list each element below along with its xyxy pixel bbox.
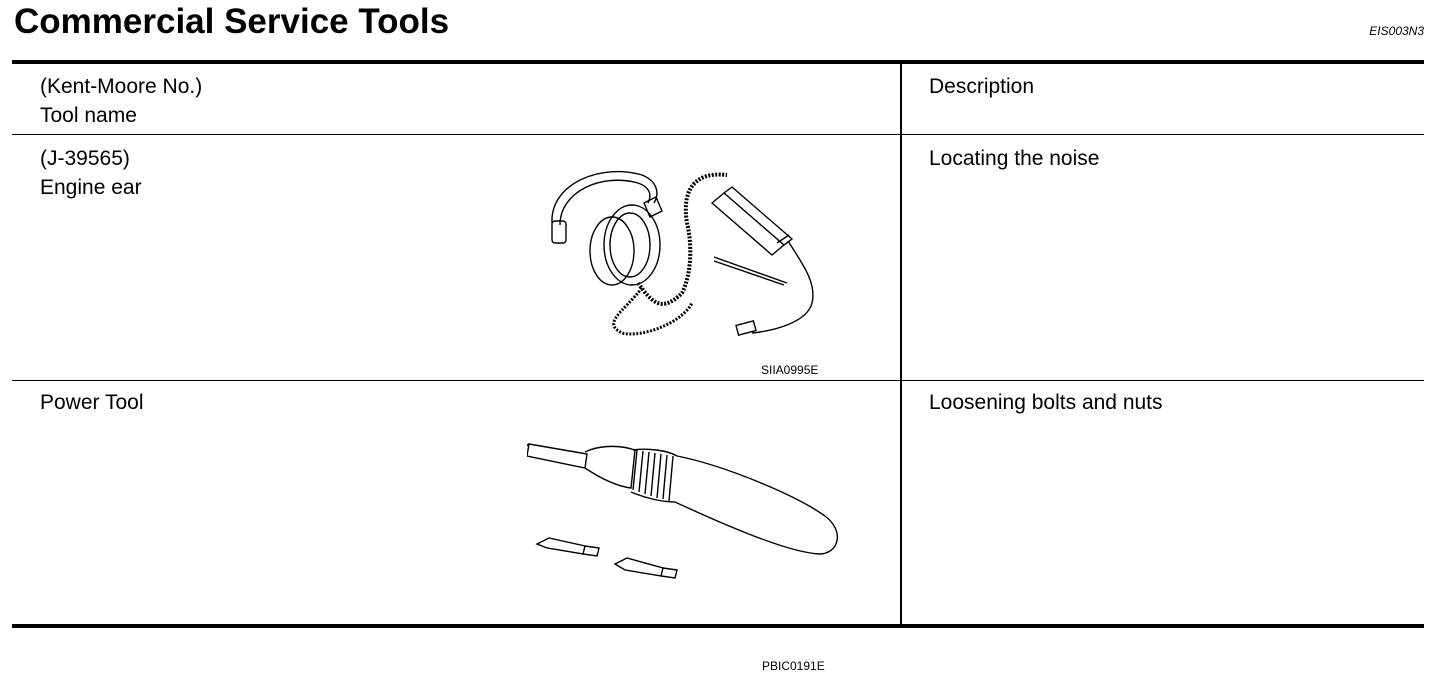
header-description-label: Description <box>929 75 1035 98</box>
power-tool-illustration <box>527 443 839 579</box>
header-tool-column: (Kent-Moore No.) Tool name <box>40 72 202 130</box>
tool-description: Loosening bolts and nuts <box>929 391 1163 414</box>
tool-cell: (J-39565) Engine ear <box>40 144 142 202</box>
header-tool-name-label: Tool name <box>40 104 137 127</box>
column-divider <box>900 64 902 628</box>
page-title: Commercial Service Tools <box>14 2 450 41</box>
tools-table: (Kent-Moore No.) Tool name Description (… <box>12 60 1424 673</box>
tool-name: Power Tool <box>40 391 144 414</box>
figure-code: PBIC0191E <box>762 659 825 673</box>
engine-ear-illustration <box>551 170 814 337</box>
table-row: Power Tool <box>12 381 1424 673</box>
tool-name: Engine ear <box>40 176 142 199</box>
table-header-row: (Kent-Moore No.) Tool name Description <box>12 64 1424 135</box>
tool-description: Locating the noise <box>929 147 1100 170</box>
tool-number: (J-39565) <box>40 147 130 170</box>
reference-code: EIS003N3 <box>1369 24 1424 38</box>
tool-cell: Power Tool <box>40 388 144 417</box>
figure-code: SIIA0995E <box>761 363 819 377</box>
header-kent-moore-label: (Kent-Moore No.) <box>40 75 203 98</box>
table-row: (J-39565) Engine ear <box>12 135 1424 381</box>
